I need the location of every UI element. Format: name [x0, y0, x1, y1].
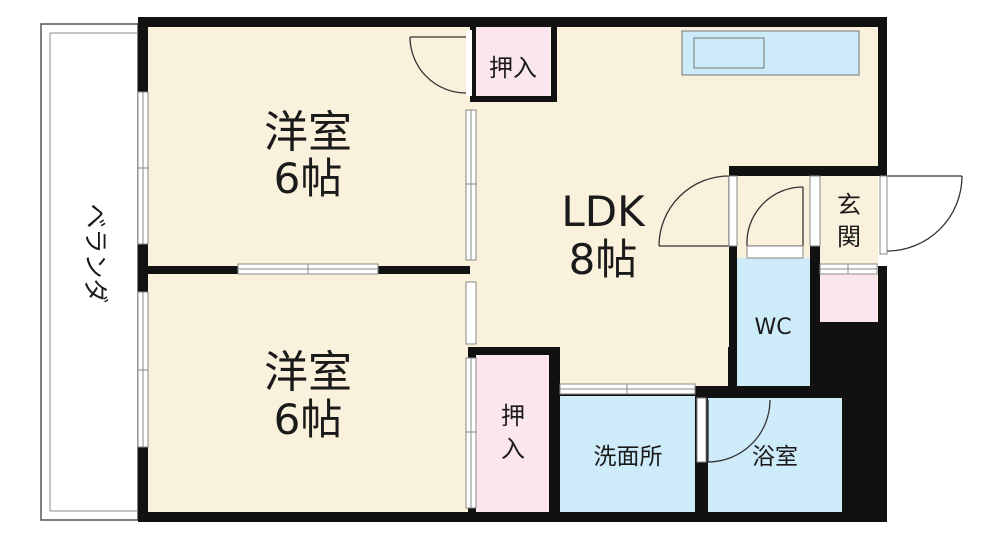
veranda	[40, 23, 139, 521]
western-room-bottom-name: 洋室	[264, 347, 352, 398]
wc-label: WC	[754, 315, 791, 340]
veranda-label-2: ラ	[81, 228, 110, 253]
closet-top	[476, 27, 550, 101]
door-closet-top	[409, 36, 467, 94]
western-room-bottom	[148, 274, 470, 512]
western-room-bottom-size: 6帖	[274, 395, 343, 444]
western-room-top-size: 6帖	[274, 154, 343, 203]
bathroom-label: 浴室	[752, 444, 798, 470]
western-room-top	[148, 27, 470, 267]
entrance-label-2: 関	[837, 223, 861, 251]
entrance-label-1: 玄	[837, 191, 861, 219]
wc	[737, 258, 810, 386]
door-entrance	[886, 175, 963, 252]
closet-top-label: 押入	[489, 54, 537, 82]
veranda-label-1: ベ	[81, 203, 110, 228]
entrance-step	[820, 275, 877, 322]
ldk-name: LDK	[561, 187, 646, 236]
washroom-label: 洗面所	[594, 444, 663, 470]
closet-bottom-label-2: 入	[501, 435, 525, 463]
entrance	[820, 176, 877, 266]
veranda-label-3: ン	[81, 253, 110, 278]
door-bathroom	[707, 399, 771, 463]
closet-bottom	[476, 355, 549, 512]
ldk-size: 8帖	[569, 235, 638, 284]
bathroom	[708, 398, 842, 512]
washroom	[560, 396, 695, 512]
closet-bottom-label-1: 押	[501, 402, 525, 430]
western-room-top-name: 洋室	[264, 107, 352, 158]
veranda-label-4: ダ	[81, 278, 110, 303]
